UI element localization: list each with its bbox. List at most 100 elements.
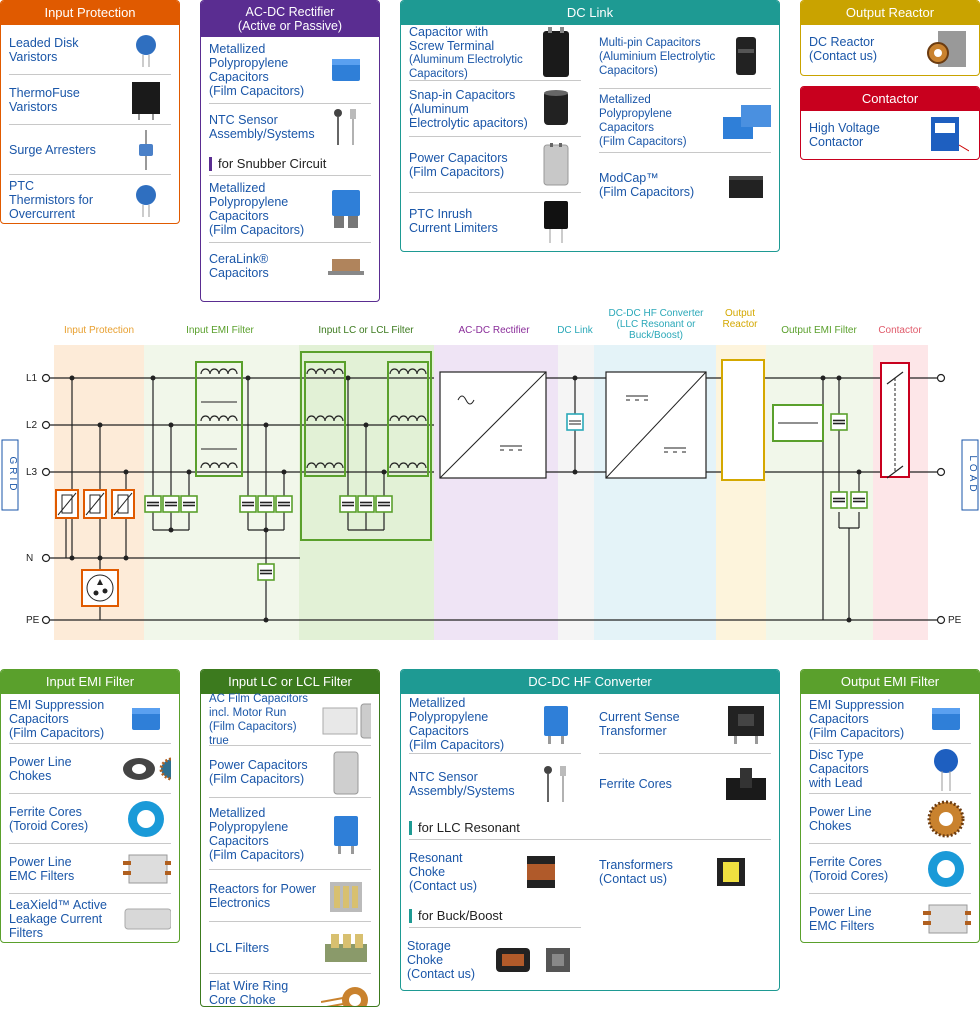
- line-label: PE: [948, 615, 962, 626]
- product-link[interactable]: NTC Sensor Assembly/Systems: [409, 754, 581, 814]
- product-link[interactable]: ThermoFuse Varistors: [9, 75, 171, 125]
- product-link[interactable]: Metallized Polypropylene Capacitors (Fil…: [209, 37, 371, 104]
- panel-title: Contactor: [801, 87, 979, 111]
- product-link[interactable]: Metallized Polypropylene Capacitors (Fil…: [209, 176, 371, 243]
- contactor-symbol: [880, 362, 910, 479]
- line-label: PE: [26, 615, 40, 626]
- product-link[interactable]: LeaXield™ Active Leakage Current Filters: [9, 894, 171, 942]
- capacitor-symbol: [257, 563, 275, 581]
- snapin-capacitor-icon: [531, 89, 581, 127]
- product-label: LCL Filters: [209, 940, 269, 955]
- product-label: Ferrite Cores (Toroid Cores): [9, 804, 89, 833]
- product-link[interactable]: High Voltage Contactor: [809, 111, 971, 159]
- output-emi-choke-symbol: [772, 404, 824, 442]
- product-link[interactable]: Ferrite Cores (Toroid Cores): [809, 844, 971, 894]
- dcdc-ntc-icon: [531, 766, 581, 802]
- product-label: CeraLink® Capacitors: [209, 252, 269, 280]
- product-link[interactable]: Disc Type Capacitors with Lead: [809, 744, 971, 794]
- output-emi-filter-panel: Output EMI Filter EMI Suppression Capaci…: [800, 669, 980, 943]
- panel-title: Output Reactor: [801, 1, 979, 25]
- product-link[interactable]: NTC Sensor Assembly/Systems: [209, 104, 371, 150]
- product-label: Resonant Choke (Contact us): [409, 851, 478, 893]
- product-label: NTC Sensor Assembly/Systems: [409, 770, 515, 798]
- product-sublabel: Metallized Polypropylene Capacitors (Fil…: [599, 93, 687, 148]
- product-link[interactable]: Capacitor with Screw Terminal(Aluminum E…: [409, 25, 581, 81]
- product-link[interactable]: PTC Inrush Current Limiters: [409, 193, 581, 249]
- output-reactor-panel: Output Reactor DC Reactor (Contact us): [800, 0, 980, 76]
- product-link[interactable]: Surge Arresters: [9, 125, 171, 175]
- screw-capacitor-icon: [531, 26, 581, 77]
- inductor-symbol: [389, 462, 427, 469]
- mkp-film-capacitor-icon: [321, 815, 371, 854]
- capacitor-symbol: [162, 495, 180, 513]
- transformer-icon: [691, 854, 771, 890]
- product-link[interactable]: Ferrite Cores: [599, 754, 771, 814]
- product-link[interactable]: Storage Choke (Contact us): [407, 932, 579, 988]
- out-toroid-icon: [921, 850, 971, 887]
- product-link[interactable]: DC Reactor (Contact us): [809, 25, 971, 73]
- product-label: Power Line Chokes: [9, 754, 72, 783]
- product-link[interactable]: CeraLink® Capacitors: [209, 243, 371, 289]
- dc-link-panel: DC Link Capacitor with Screw Terminal(Al…: [400, 0, 780, 252]
- product-label: Capacitor with Screw Terminal: [409, 24, 495, 53]
- product-link[interactable]: Snap-in Capacitors (Aluminum Electrolyti…: [409, 81, 581, 137]
- inductor-symbol: [306, 462, 344, 469]
- product-link[interactable]: LCL Filters: [209, 922, 371, 974]
- product-link[interactable]: Flat Wire Ring Core Choke (Contact us): [209, 974, 371, 1006]
- product-link[interactable]: Power Line EMC Filters: [9, 844, 171, 894]
- product-label: Transformers (Contact us): [599, 858, 673, 886]
- zone-label: Input EMI Filter: [186, 325, 254, 336]
- product-link[interactable]: Resonant Choke (Contact us): [409, 844, 581, 900]
- product-link[interactable]: ModCap™ (Film Capacitors): [599, 153, 771, 217]
- flat-wire-choke-icon: [321, 982, 371, 1006]
- product-label: Leaded Disk Varistors: [9, 35, 79, 64]
- disk-varistor-icon: [121, 32, 171, 68]
- product-link[interactable]: Metallized Polypropylene Capacitors (Fil…: [599, 89, 771, 153]
- snubber-subtitle: for Snubber Circuit: [209, 150, 371, 176]
- product-link[interactable]: Power Capacitors (Film Capacitors): [409, 137, 581, 193]
- product-label: Power Line Chokes: [809, 804, 872, 833]
- product-link[interactable]: Multi-pin Capacitors (Aluminium Electrol…: [599, 25, 771, 89]
- product-link[interactable]: Power Line Chokes: [9, 744, 171, 794]
- product-link[interactable]: Metallized Polypropylene Capacitors (Fil…: [209, 798, 371, 870]
- product-link[interactable]: PTC Thermistors for Overcurrent: [9, 175, 171, 223]
- product-link[interactable]: AC Film Capacitors incl. Motor Run (Film…: [209, 693, 371, 747]
- rectifier-symbol: [439, 371, 547, 479]
- zone-bg-dc-link: [558, 345, 594, 640]
- input-lc-filter-symbol: [300, 351, 432, 541]
- lcl-filter-icon: [321, 930, 371, 966]
- mkp-capacitor-icon: [721, 103, 771, 139]
- product-link[interactable]: EMI Suppression Capacitors (Film Capacit…: [809, 694, 971, 744]
- hv-contactor-icon: [921, 117, 971, 153]
- product-link[interactable]: Metallized Polypropylene Capacitors (Fil…: [409, 694, 581, 754]
- dc-reactor-icon: [921, 31, 971, 67]
- product-link[interactable]: Transformers (Contact us): [599, 844, 771, 900]
- dc-dc-converter-symbol: [605, 371, 707, 479]
- dcdc-film-capacitor-icon: [531, 705, 581, 744]
- grid-label: GRID: [1, 439, 19, 511]
- product-link[interactable]: Leaded Disk Varistors: [9, 25, 171, 75]
- out-emc-filter-icon: [921, 901, 971, 937]
- snubber-capacitor-icon: [321, 190, 371, 228]
- capacitor-symbol: [850, 491, 868, 509]
- product-link[interactable]: Power Capacitors (Film Capacitors): [209, 746, 371, 798]
- capacitor-symbol: [357, 495, 375, 513]
- ac-dc-rectifier-panel: AC-DC Rectifier (Active or Passive) Meta…: [200, 0, 380, 302]
- load-label: LOAD: [961, 439, 979, 511]
- product-label: Power Line EMC Filters: [809, 905, 875, 933]
- product-label: Disc Type Capacitors with Lead: [809, 747, 869, 790]
- product-link[interactable]: Power Line Chokes: [809, 794, 971, 844]
- product-link[interactable]: Reactors for Power Electronics: [209, 870, 371, 922]
- product-link[interactable]: Ferrite Cores (Toroid Cores): [9, 794, 171, 844]
- capacitor-symbol: [239, 495, 257, 513]
- product-link[interactable]: EMI Suppression Capacitors (Film Capacit…: [9, 694, 171, 744]
- inductor-symbol: [200, 462, 238, 469]
- ntc-sensor-icon: [321, 109, 371, 145]
- inductor-symbol: [389, 415, 427, 422]
- inductor-symbol: [200, 368, 238, 375]
- line-label: N: [26, 553, 33, 564]
- product-link[interactable]: Current Sense Transformer: [599, 694, 771, 754]
- product-link[interactable]: Power Line EMC Filters: [809, 894, 971, 942]
